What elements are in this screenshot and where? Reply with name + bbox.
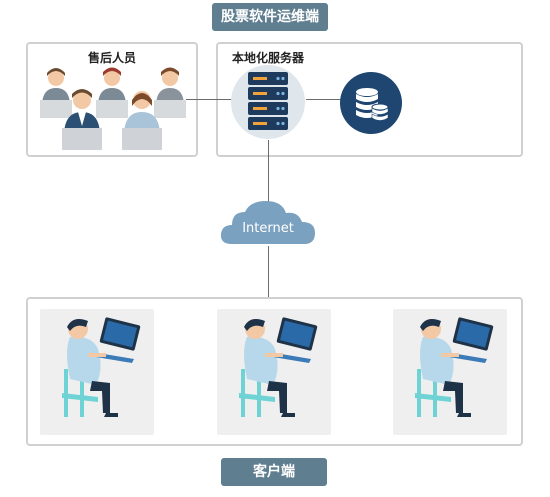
client-user-illustration: [62, 317, 141, 417]
agent-2: [96, 67, 128, 118]
agent-1: [40, 68, 72, 118]
agent-5: [122, 91, 162, 150]
support-staff-panel: 售后人员: [26, 42, 198, 157]
client-workstation-2: [217, 309, 331, 435]
local-server-label: 本地化服务器: [232, 51, 305, 65]
link-server-database: [306, 99, 342, 100]
support-staff-illustration: [40, 67, 186, 150]
agent-4: [62, 89, 102, 150]
client-banner: 客户端: [221, 458, 327, 486]
ops-title-banner: 股票软件运维端: [212, 3, 328, 31]
link-server-internet: [268, 140, 269, 202]
client-workstation-3: [393, 309, 507, 435]
client-user-illustration: [415, 317, 494, 417]
agent-3: [154, 67, 186, 118]
client-user-illustration: [239, 317, 318, 417]
server-icon: [231, 65, 305, 139]
support-staff-label: 售后人员: [88, 51, 137, 65]
cloud-icon: [220, 201, 315, 244]
internet-cloud: Internet: [218, 198, 318, 250]
link-internet-clients: [268, 246, 269, 298]
database-icon: [340, 72, 402, 134]
internet-label: Internet: [242, 221, 294, 236]
link-support-server: [186, 99, 234, 100]
client-workstation-1: [40, 309, 154, 435]
